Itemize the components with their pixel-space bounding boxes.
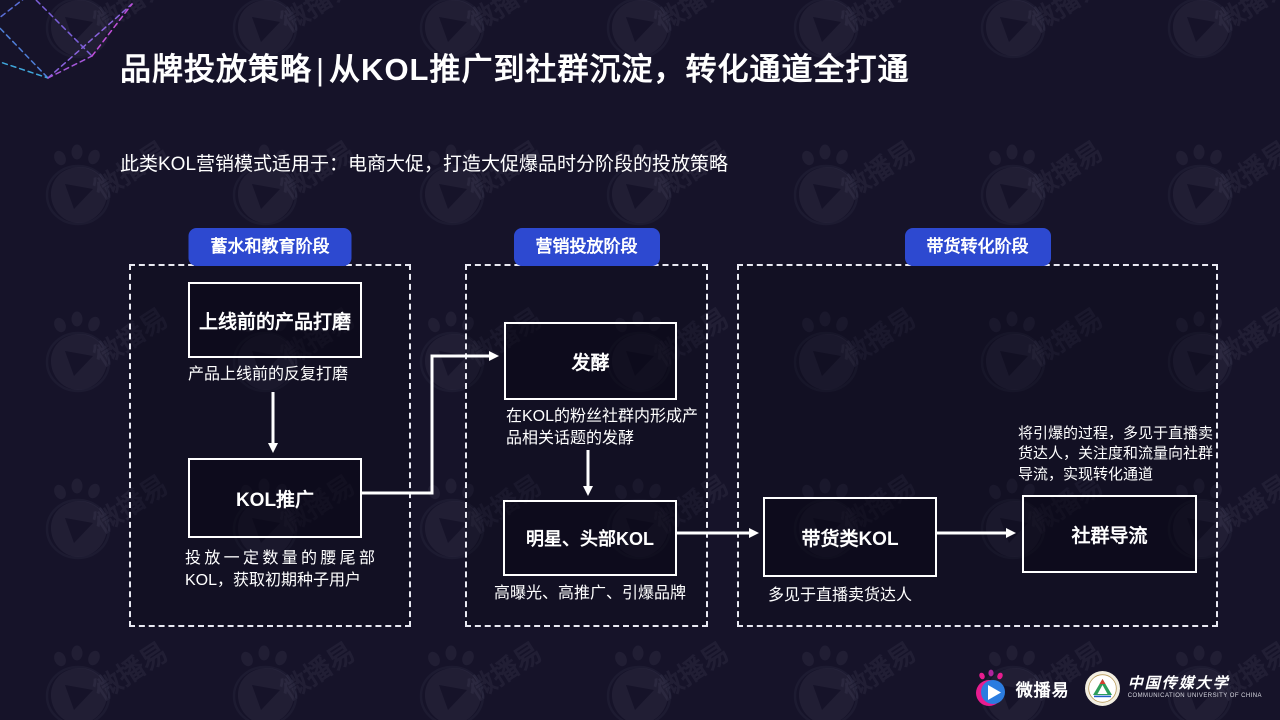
cuc-name-cn: 中国传媒大学 [1127,675,1230,692]
svg-text:微播易: 微播易 [1210,0,1280,39]
watermark-icon: 微播易 [780,637,950,720]
caption-ferment: 在KOL的粉丝社群内形成产品相关话题的发酵 [506,408,699,448]
watermark-icon: 微播易 [406,637,576,720]
svg-text:微播易: 微播易 [462,641,547,707]
title-main: 从KOL推广到社群沉淀，转化通道全打通 [329,52,910,87]
title-separator: | [316,52,326,87]
flow-box-community-divert: 社群导流 [1022,495,1197,573]
svg-text:微播易: 微播易 [462,0,547,39]
caption-sales-kol: 多见于直播卖货达人 [768,587,913,604]
svg-text:微播易: 微播易 [88,641,173,707]
weiboyi-logo-label: 微播易 [1015,680,1070,700]
svg-text:微播易: 微播易 [275,641,360,707]
flow-box-star-top-kol: 明星、头部KOL [503,500,677,576]
cuc-name-block: 中国传媒大学 COMMUNICATION UNIVERSITY OF CHINA [1128,676,1262,700]
flow-box-product-polish: 上线前的产品打磨 [188,282,362,358]
watermark-icon: 微播易 [967,0,1137,83]
flow-box-ferment: 发酵 [504,322,677,400]
svg-text:微播易: 微播易 [1023,140,1108,206]
svg-text:微播易: 微播易 [836,641,921,707]
caption-kol-promotion: 投放一定数量的腰尾部KOL，获取初期种子用户 [185,550,375,590]
flow-box-kol-promotion: KOL推广 [188,458,362,538]
stage-frame-conversion: 带货转化阶段 [737,228,1218,627]
page-title: 品牌投放策略|从KOL推广到社群沉淀，转化通道全打通 [120,44,910,89]
stage-label-marketing: 营销投放阶段 [513,228,660,266]
stage-label-reservoir: 蓄水和教育阶段 [188,228,352,266]
footer-logos: 微播易 中国传媒大学 COMMUNICATION UNIVERSITY OF C… [973,668,1262,708]
stage-label-conversion: 带货转化阶段 [904,228,1051,266]
caption-star-top-kol: 高曝光、高推广、引爆品牌 [493,585,686,602]
caption-product-polish: 产品上线前的反复打磨 [188,366,349,383]
subtitle: 此类KOL营销模式适用于：电商大促，打造大促爆品时分阶段的投放策略 [120,154,729,175]
watermark-icon: 微播易 [219,637,389,720]
annotation-community-divert: 将引爆的过程，多见于直播卖货达人，关注度和流量向社群导流，实现转化通道 [1018,425,1214,483]
svg-text:微播易: 微播易 [1023,0,1108,39]
svg-text:微播易: 微播易 [1210,140,1280,206]
watermark-icon: 微播易 [1154,0,1280,83]
watermark-icon: 微播易 [1154,136,1280,250]
flow-box-sales-kol: 带货类KOL [763,497,937,577]
weiboyi-logo: 微播易 [973,668,1070,708]
svg-text:微播易: 微播易 [649,0,734,39]
watermark-icon: 微播易 [593,637,763,720]
svg-text:微播易: 微播易 [649,641,734,707]
svg-text:微播易: 微播易 [836,140,921,206]
svg-text:微播易: 微播易 [836,0,921,39]
title-prefix: 品牌投放策略 [120,52,312,87]
svg-text:微播易: 微播易 [275,0,360,39]
cuc-seal-icon [1084,670,1120,706]
svg-text:微播易: 微播易 [1210,474,1280,540]
cuc-logo: 中国传媒大学 COMMUNICATION UNIVERSITY OF CHINA [1084,670,1262,707]
watermark-icon: 微播易 [32,637,202,720]
weiboyi-logo-icon [975,669,1005,706]
svg-text:微播易: 微播易 [88,0,173,39]
cuc-name-en: COMMUNICATION UNIVERSITY OF CHINA [1127,693,1262,700]
svg-text:微播易: 微播易 [1210,307,1280,373]
